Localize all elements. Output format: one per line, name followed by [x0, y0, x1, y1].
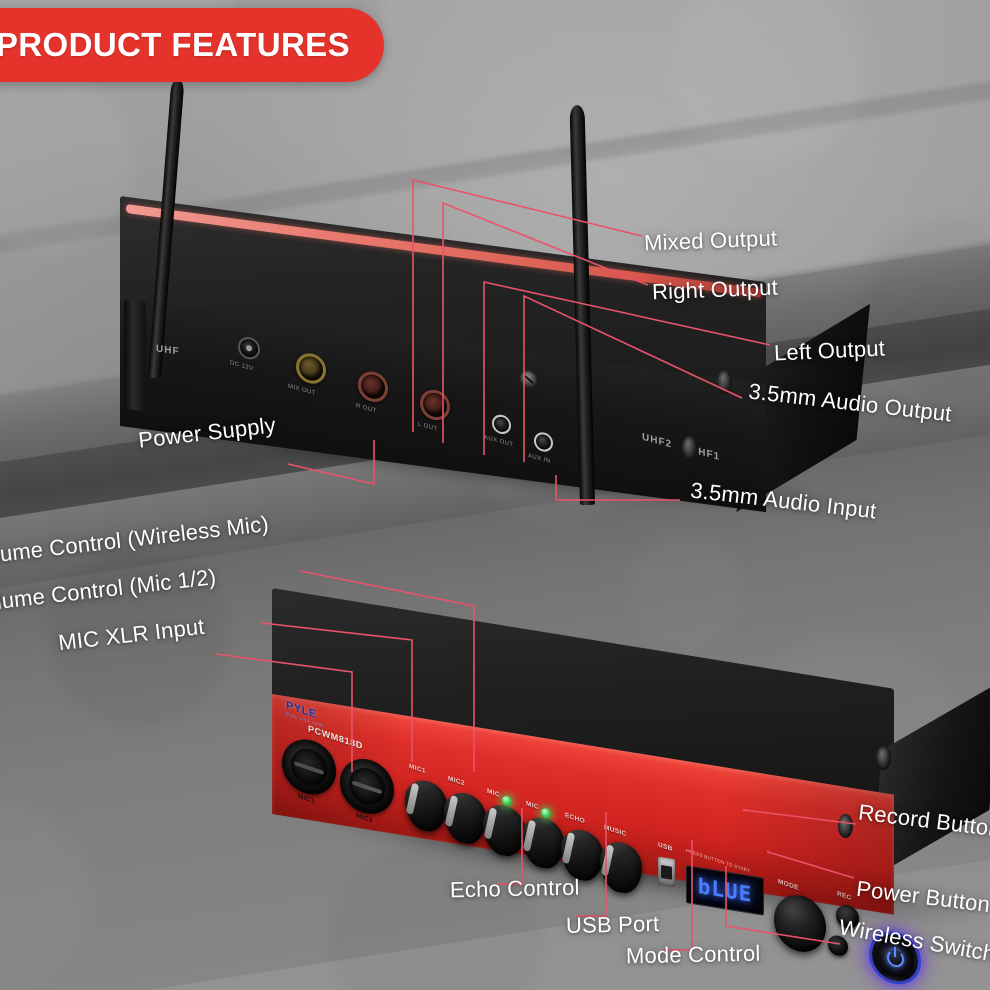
rca-jack-mixed-output[interactable]	[296, 351, 326, 386]
caption-left-out: L OUT	[418, 421, 438, 433]
aux-input-35mm-jack[interactable]	[534, 431, 553, 453]
caption-knob-mic1: MIC1	[409, 762, 426, 776]
front-right-side-screw-top	[876, 746, 891, 770]
caption-usb: USB	[658, 841, 673, 854]
callout-volume-mic12: Volume Control (Mic 1/2)	[0, 564, 218, 617]
caption-knob-music: MUSIC	[604, 823, 627, 839]
xlr-input-mic2[interactable]	[340, 755, 394, 818]
caption-mix-out: MIX OUT	[288, 383, 316, 397]
knob-mic1-volume[interactable]	[405, 777, 447, 835]
caption-mode: MODE	[778, 878, 799, 892]
display-value: bLUE	[697, 873, 753, 907]
antenna-right	[560, 104, 630, 525]
caption-xlr-mic1: MIC1	[298, 792, 315, 806]
knob-mic2-volume[interactable]	[444, 789, 486, 847]
caption-aux-out: AUX OUT	[484, 434, 514, 449]
caption-right-out: R OUT	[356, 403, 377, 415]
caption-knob-mic-a: MIC	[487, 787, 500, 799]
callout-usb-port: USB Port	[565, 911, 660, 938]
callout-right-output: Right Output	[651, 274, 779, 305]
dc-power-jack[interactable]	[238, 335, 260, 361]
callout-mixed-output: Mixed Output	[643, 225, 778, 256]
antenna-left-base	[124, 298, 146, 412]
led-display: bLUE	[686, 865, 764, 916]
caption-aux-in: AUX IN	[528, 452, 551, 465]
callout-volume-wireless-mic: Volume Control (Wireless Mic)	[0, 511, 271, 570]
rear-right-side-screw-top	[717, 370, 732, 394]
callout-mode-control: Mode Control	[625, 940, 761, 969]
banner-title: PRODUCT FEATURES	[0, 26, 350, 63]
product-features-banner: PRODUCT FEATURES	[0, 8, 384, 82]
antenna-right-rod	[569, 104, 595, 506]
label-uhf2: UHF2	[642, 431, 673, 451]
caption-rec: REC	[837, 890, 852, 903]
rca-jack-right-output[interactable]	[358, 369, 388, 404]
caption-xlr-mic2: MIC2	[356, 812, 373, 825]
caption-dc-in: DC 12V	[230, 360, 254, 373]
callout-left-output: Left Output	[773, 335, 886, 366]
rca-jack-left-output[interactable]	[420, 388, 450, 423]
front-right-side-screw-bottom	[838, 814, 853, 838]
caption-knob-mic-b: MIC	[526, 800, 539, 812]
front-panel-unit: PYLE Pyle USA.com PCWM818D MIC1 MIC2 MIC…	[272, 588, 990, 985]
knob-mode-control[interactable]	[774, 891, 826, 956]
xlr-input-mic1[interactable]	[282, 735, 336, 799]
antenna-left	[124, 78, 188, 418]
caption-knob-mic2: MIC2	[448, 775, 465, 788]
usb-port[interactable]	[658, 856, 675, 888]
callout-echo-control: Echo Control	[449, 874, 580, 903]
panel-screw-center	[520, 369, 538, 390]
aux-output-35mm-jack[interactable]	[492, 413, 511, 436]
rear-right-side-screw-bottom	[682, 436, 697, 460]
callout-mic-xlr-input: MIC XLR Input	[57, 613, 206, 656]
brand-logo-block: PYLE Pyle USA.com	[286, 699, 323, 729]
antenna-left-rod	[148, 78, 185, 379]
caption-knob-echo: ECHO	[565, 811, 585, 826]
